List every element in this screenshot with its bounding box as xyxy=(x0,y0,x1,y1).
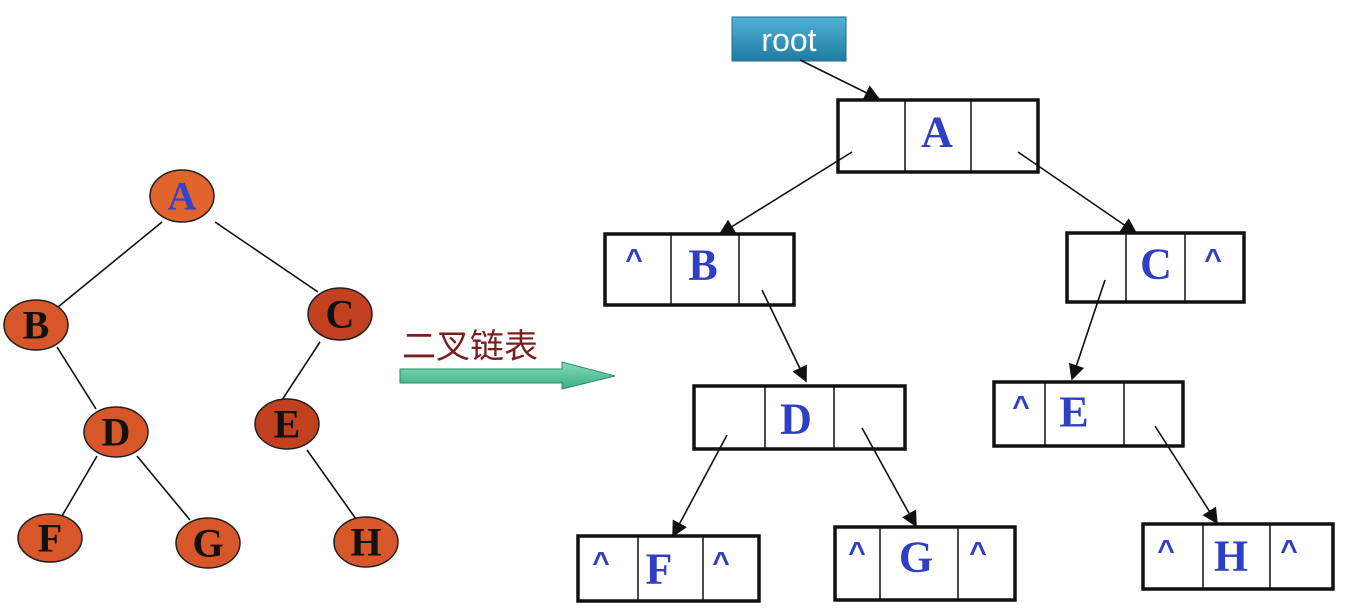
tree-node-label: E xyxy=(274,402,301,447)
tree-edge-a-c xyxy=(214,221,319,293)
linked-node-d: D xyxy=(692,384,907,451)
arrow-b-right-to-d xyxy=(761,289,807,383)
root-pointer-label: root xyxy=(761,22,816,58)
linked-node-g: ^ G ^ xyxy=(833,525,1017,602)
data-cell: G xyxy=(899,533,933,582)
arrow-d-left-to-f xyxy=(672,434,728,538)
pointer-arrows xyxy=(672,59,1218,538)
arrow-d-right-to-g xyxy=(861,427,917,528)
tree-edge-c-e xyxy=(281,341,321,401)
data-cell: B xyxy=(688,241,717,290)
binary-tree: A B C D E F G H xyxy=(3,169,399,569)
data-cell: C xyxy=(1140,240,1172,289)
tree-node-b: B xyxy=(3,299,69,351)
tree-node-label: H xyxy=(350,520,381,565)
arrow-a-left-to-b xyxy=(718,151,853,235)
arrow-a-right-to-c xyxy=(1017,151,1138,234)
tree-node-label: G xyxy=(192,521,223,566)
tree-node-a: A xyxy=(149,169,215,223)
tree-node-label: B xyxy=(23,303,50,348)
tree-edge-e-h xyxy=(306,449,357,520)
tree-node-f: F xyxy=(17,513,83,563)
right-pointer-cell: ^ xyxy=(712,547,730,580)
tree-node-label: F xyxy=(38,516,62,561)
tree-node-h: H xyxy=(333,516,399,568)
linked-node-f: ^ F ^ xyxy=(576,534,761,603)
linked-node-a: A xyxy=(836,98,1040,174)
tree-node-label: D xyxy=(102,410,131,455)
tree-edges xyxy=(56,221,357,521)
linked-node-h: ^ H ^ xyxy=(1141,522,1335,591)
arrow-c-left-to-e xyxy=(1068,279,1106,381)
data-cell: D xyxy=(780,395,812,444)
linked-representation: root A ^ B C ^ xyxy=(576,16,1335,603)
right-arrow-icon xyxy=(399,361,616,390)
left-pointer-cell: ^ xyxy=(848,537,866,570)
root-pointer: root xyxy=(731,16,847,62)
left-pointer-cell: ^ xyxy=(592,547,610,580)
data-cell: H xyxy=(1214,532,1248,581)
tree-edge-b-d xyxy=(56,346,97,410)
tree-edge-d-g xyxy=(136,455,191,521)
data-cell: E xyxy=(1059,388,1088,437)
tree-node-label: A xyxy=(168,174,197,219)
data-cell: A xyxy=(921,108,953,157)
right-pointer-cell: ^ xyxy=(969,537,987,570)
tree-node-label: C xyxy=(326,292,355,337)
right-pointer-cell: ^ xyxy=(1280,535,1298,568)
tree-node-c: C xyxy=(307,287,373,341)
tree-edge-d-f xyxy=(61,455,98,517)
linked-node-e: ^ E xyxy=(992,380,1185,448)
conversion-arrow: 二叉链表 xyxy=(399,327,616,390)
arrow-e-right-to-h xyxy=(1154,425,1218,525)
arrow-root-to-a xyxy=(799,59,881,100)
tree-node-e: E xyxy=(254,398,320,450)
data-cell: F xyxy=(646,545,673,594)
left-pointer-cell: ^ xyxy=(625,244,643,277)
caption-label: 二叉链表 xyxy=(402,327,538,367)
left-pointer-cell: ^ xyxy=(1012,391,1030,424)
linked-node-c: C ^ xyxy=(1065,231,1246,304)
linked-node-b: ^ B xyxy=(603,232,796,307)
left-pointer-cell: ^ xyxy=(1157,535,1175,568)
right-pointer-cell: ^ xyxy=(1204,244,1222,277)
tree-node-d: D xyxy=(83,406,149,458)
tree-node-g: G xyxy=(175,517,241,569)
tree-edge-a-b xyxy=(57,221,163,308)
